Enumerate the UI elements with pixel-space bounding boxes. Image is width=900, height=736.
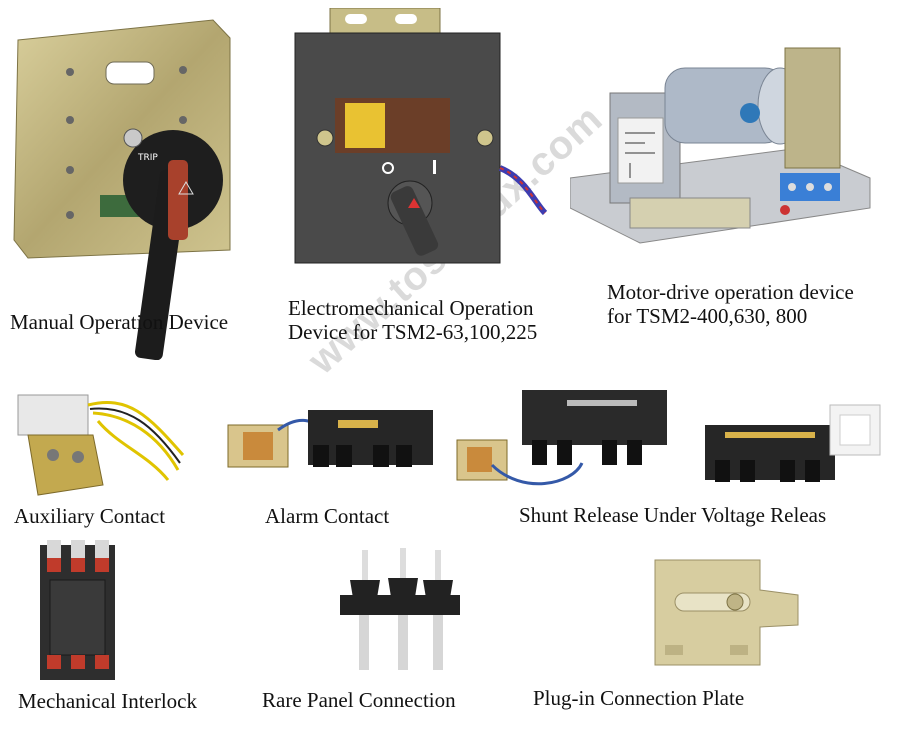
manual-operation-label: Manual Operation Device: [10, 310, 229, 334]
alarm-contact-label: Alarm Contact: [265, 504, 390, 528]
undervoltage-release-image: [700, 400, 890, 490]
mechanical-interlock-label: Mechanical Interlock: [18, 689, 197, 713]
plug-in-connection-plate-image: [650, 555, 805, 670]
shunt-release-label: Shunt Release Under Voltage Releas: [519, 503, 827, 527]
mechanical-interlock-image: [35, 540, 120, 685]
plug-in-connection-plate-label: Plug-in Connection Plate: [533, 686, 745, 710]
electromechanical-device-image: [290, 8, 550, 278]
motor-drive-device-image: [570, 38, 880, 268]
alarm-contact-image: [218, 400, 443, 480]
electromechanical-label: Electromechanical Operation Device for T…: [288, 296, 538, 344]
shunt-release-image: [452, 385, 672, 495]
motor-drive-label: Motor-drive operation device for TSM2-40…: [607, 280, 854, 328]
rare-panel-connection-label: Rare Panel Connection: [262, 688, 456, 712]
rare-panel-connection-image: [335, 540, 465, 675]
svg-text:TRIP: TRIP: [137, 153, 158, 163]
manual-operation-device-image: TRIP: [8, 10, 238, 360]
auxiliary-contact-label: Auxiliary Contact: [14, 504, 166, 528]
auxiliary-contact-image: [8, 385, 198, 505]
